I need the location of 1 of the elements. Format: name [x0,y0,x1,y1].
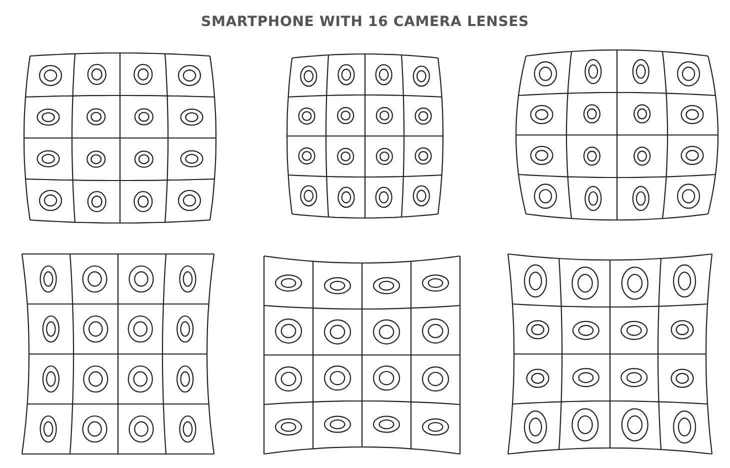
title: SMARTPHONE WITH 16 CAMERA LENSES [201,13,529,32]
